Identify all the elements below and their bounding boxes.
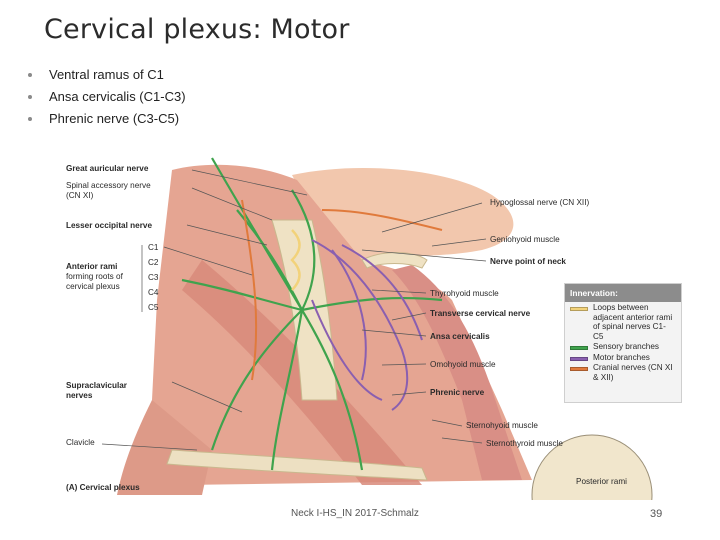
label-level-c2: C2: [148, 258, 159, 267]
label-hypoglossal: Hypoglossal nerve (CN XII): [490, 198, 590, 207]
label-anterior-rami: Anterior rami: [66, 262, 118, 271]
figure-caption: (A) Cervical plexus: [66, 483, 140, 492]
neck-muscle-mass: [152, 164, 532, 485]
label-posterior-rami: Posterior rami: [576, 477, 627, 486]
label-geniohyoid: Geniohyoid muscle: [490, 235, 560, 244]
label-level-c5: C5: [148, 303, 159, 312]
slide-title: Cervical plexus: Motor: [44, 14, 350, 45]
label-sternothyroid: Sternothyroid muscle: [486, 439, 563, 448]
inset-circle: [531, 434, 653, 500]
label-clavicle: Clavicle: [66, 438, 95, 447]
legend-item: Loops between adjacent anterior rami of …: [565, 302, 681, 341]
legend-text: Sensory branches: [593, 342, 659, 351]
label-level-c1: C1: [148, 243, 159, 252]
legend-title: Innervation:: [565, 284, 681, 302]
label-sternohyoid: Sternohyoid muscle: [466, 421, 538, 430]
shoulder-shape: [117, 400, 212, 495]
hyoid-bone: [361, 252, 428, 269]
bullet-item: Phrenic nerve (C3-C5): [28, 108, 186, 130]
bullet-list: Ventral ramus of C1 Ansa cervicalis (C1-…: [28, 64, 186, 130]
label-supraclavicular-2: nerves: [66, 391, 93, 400]
legend-item: Cranial nerves (CN XI & XII): [565, 362, 681, 382]
legend-swatch: [570, 367, 588, 371]
bullet-dot-icon: [28, 73, 32, 77]
label-level-c3: C3: [148, 273, 159, 282]
legend-text: Cranial nerves (CN XI & XII): [593, 363, 673, 382]
footer-source: Neck I-HS_IN 2017-Schmalz: [291, 508, 419, 519]
label-lesser-occipital: Lesser occipital nerve: [66, 221, 153, 230]
label-thyrohyoid: Thyrohyoid muscle: [430, 289, 499, 298]
strap-muscles: [392, 265, 522, 480]
label-spinal-accessory: Spinal accessory nerve: [66, 181, 151, 190]
label-level-c4: C4: [148, 288, 159, 297]
page-number: 39: [650, 508, 663, 520]
bullet-item: Ventral ramus of C1: [28, 64, 186, 86]
clavicle-bone: [166, 449, 428, 481]
legend-item: Motor branches: [565, 352, 681, 363]
label-anterior-rami-2: forming roots of: [66, 272, 123, 281]
anatomy-figure: Great auricular nerve Spinal accessory n…: [62, 150, 682, 500]
label-nerve-point: Nerve point of neck: [490, 257, 566, 266]
innervation-legend: Innervation: Loops between adjacent ante…: [564, 283, 682, 403]
label-supraclavicular: Supraclavicular: [66, 381, 127, 390]
legend-swatch: [570, 356, 588, 361]
bullet-dot-icon: [28, 117, 32, 121]
bullet-dot-icon: [28, 95, 32, 99]
label-phrenic: Phrenic nerve: [430, 388, 485, 397]
legend-swatch: [570, 346, 588, 350]
label-omohyoid: Omohyoid muscle: [430, 360, 496, 369]
plexus-loops: [290, 229, 301, 291]
bullet-item: Ansa cervicalis (C1-C3): [28, 86, 186, 108]
label-transverse-cervical: Transverse cervical nerve: [430, 309, 531, 318]
legend-text: Motor branches: [593, 352, 650, 362]
leader-lines: [101, 169, 487, 451]
bullet-text: Ventral ramus of C1: [49, 67, 164, 82]
bullet-text: Phrenic nerve (C3-C5): [49, 111, 180, 126]
label-great-auricular: Great auricular nerve: [66, 164, 149, 173]
legend-item: Sensory branches: [565, 341, 681, 352]
legend-text: Loops between adjacent anterior rami of …: [593, 303, 673, 341]
legend-swatch: [570, 307, 588, 311]
motor-nerves: [311, 239, 423, 411]
label-anterior-rami-3: cervical plexus: [66, 282, 120, 291]
cranial-nerves: [241, 199, 443, 381]
label-spinal-accessory-sub: (CN XI): [66, 191, 94, 200]
bullet-text: Ansa cervicalis (C1-C3): [49, 89, 186, 104]
label-ansa-cervicalis: Ansa cervicalis: [430, 332, 490, 341]
neck-illustration: [101, 157, 653, 500]
